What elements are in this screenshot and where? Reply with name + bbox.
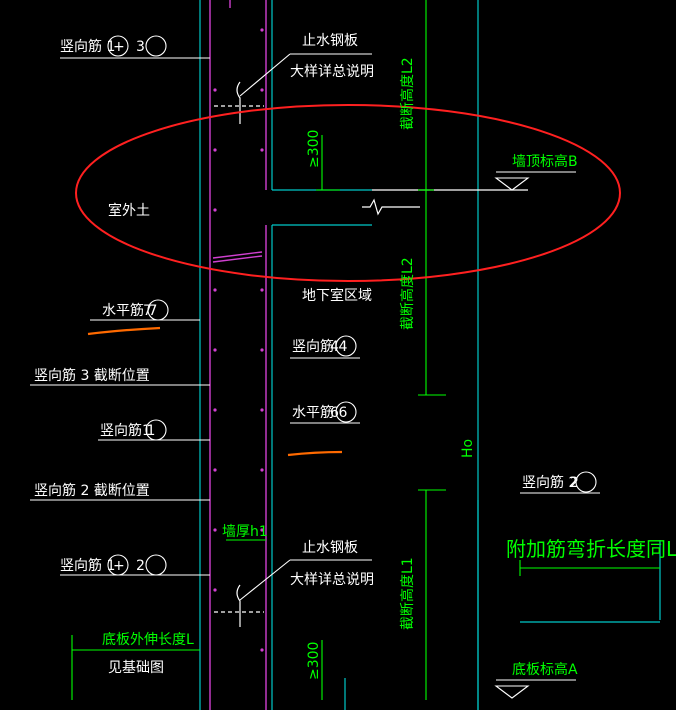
label-vertical-bar-1-2: 竖向筋 1 <box>60 557 115 574</box>
label-wall-top-elevation-b: 墙顶标高B <box>512 153 578 170</box>
label-vertical-bar-4: 竖向筋 4 <box>292 338 347 355</box>
label-cut-height-l2-top: 截断高度L2 <box>399 57 416 130</box>
label-waterstop-bottom-detail: 大样详总说明 <box>290 572 374 588</box>
highlight-ellipse <box>75 104 621 282</box>
rebar-dots <box>213 28 264 652</box>
label-dim-300-bottom: ≥300 <box>306 642 322 680</box>
label-basement-zone: 地下室区域 <box>302 287 372 304</box>
label-waterstop-top-title: 止水钢板 <box>302 33 358 49</box>
break-line <box>362 198 420 216</box>
label-vertical-bar-3-cut: 竖向筋 3 截断位置 <box>34 367 150 384</box>
label-see-foundation: 见基础图 <box>108 659 164 676</box>
label-waterstop-top-detail: 大样详总说明 <box>290 64 374 80</box>
label-vertical-bar-1-2-num: 2 <box>136 558 145 574</box>
label-slab-elevation-a: 底板标高A <box>512 661 578 678</box>
circle-num-4: 4 <box>330 339 339 355</box>
circle-num-6: 6 <box>330 405 339 421</box>
underline-horizontal-bar-7 <box>87 326 161 336</box>
dimension-lines <box>71 0 660 700</box>
circle-num-2: 2 <box>570 475 579 491</box>
waterstop-symbols <box>214 81 264 627</box>
leader-lines <box>30 53 600 681</box>
label-vertical-bar-2-cut: 竖向筋 2 截断位置 <box>34 482 150 499</box>
circle-num-7: 7 <box>143 303 152 319</box>
label-vertical-bar-1-3-plus: + <box>113 39 125 55</box>
wall-top-elevation-marker <box>494 177 530 191</box>
label-slab-extension: 底板外伸长度L <box>102 632 194 648</box>
label-horizontal-bar-7: 水平筋 7 <box>102 302 157 319</box>
label-outdoor-soil: 室外土 <box>108 202 150 219</box>
slab-elevation-marker <box>494 685 530 699</box>
bar-number-circles <box>107 35 597 576</box>
label-cut-height-l1: 截断高度L1 <box>399 557 416 630</box>
wall-outline <box>209 0 267 710</box>
label-wall-thickness: 墙厚h1 <box>222 524 268 540</box>
label-vertical-bar-1-3: 竖向筋 1 <box>60 38 115 55</box>
label-vertical-bar-2: 竖向筋 2 <box>522 474 577 491</box>
label-vertical-bar-1-3-num: 3 <box>136 39 145 55</box>
label-dim-300-top: ≥300 <box>306 130 322 168</box>
label-cut-height-l2-mid: 截断高度L2 <box>399 257 416 330</box>
label-horizontal-bar-6: 水平筋 6 <box>292 404 347 421</box>
label-extra-bend-length: 附加筋弯折长度同L1 <box>506 537 676 561</box>
underline-horizontal-bar-6 <box>287 450 343 457</box>
label-vertical-bar-1-2-plus: + <box>113 558 125 574</box>
rebar-lines <box>199 0 661 710</box>
label-height-ho: Ho <box>460 439 476 458</box>
circle-num-1: 1 <box>142 423 151 439</box>
label-vertical-bar-1: 竖向筋 1 <box>100 422 155 439</box>
label-waterstop-bottom-title: 止水钢板 <box>302 540 358 556</box>
